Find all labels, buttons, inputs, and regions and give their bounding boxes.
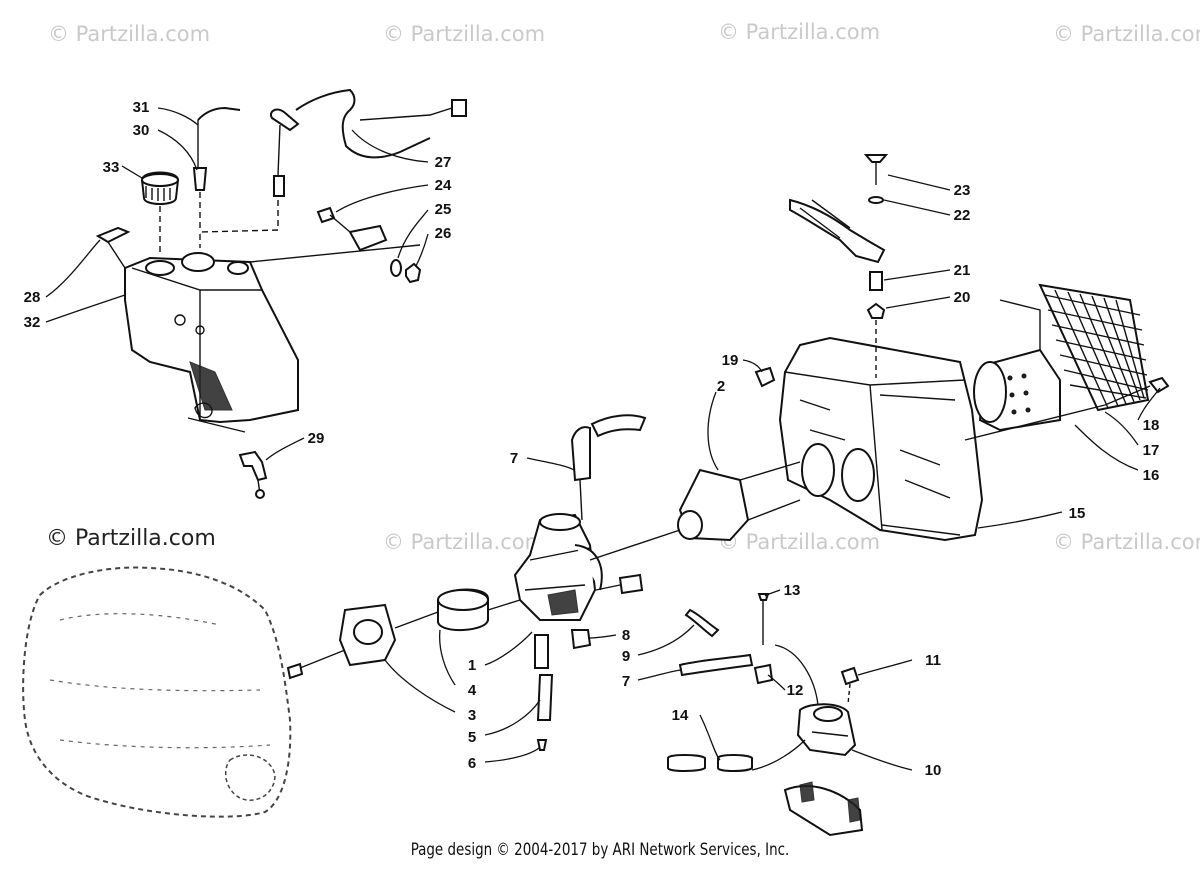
tank-cap <box>140 171 180 255</box>
callout-15: 15 <box>1069 505 1086 522</box>
tank-fitting <box>238 450 268 499</box>
callout-12: 12 <box>787 682 804 699</box>
fuel-pump <box>783 666 864 837</box>
callout-18: 18 <box>1143 417 1160 434</box>
callout-7b: 7 <box>622 673 630 690</box>
oil-tank <box>124 252 299 433</box>
watermark-primary: © Partzilla.com <box>46 526 216 551</box>
callout-13: 13 <box>784 582 801 599</box>
leader-lines <box>45 107 1161 771</box>
intake-boot <box>677 461 801 542</box>
tank-strap <box>95 226 131 269</box>
callout-1: 1 <box>468 657 476 674</box>
intake-flange <box>286 603 439 680</box>
callout-4: 4 <box>468 682 477 699</box>
callout-24: 24 <box>435 177 452 194</box>
fuel-line <box>534 629 592 751</box>
callout-14: 14 <box>672 707 689 724</box>
carburetor <box>513 513 681 621</box>
callout-29: 29 <box>308 430 325 447</box>
callout-9: 9 <box>622 648 630 665</box>
callout-22: 22 <box>954 207 971 224</box>
vent-hose <box>192 106 241 232</box>
callout-25: 25 <box>435 201 452 218</box>
page-footer: Page design © 2004-2017 by ARI Network S… <box>410 840 790 860</box>
callout-11: 11 <box>925 652 941 669</box>
watermark: © Partzilla.com <box>48 22 211 46</box>
callout-20: 20 <box>954 289 971 306</box>
callout-numbers: 31 30 33 28 32 27 24 25 26 29 23 22 21 2… <box>24 99 1160 779</box>
callout-23: 23 <box>954 182 971 199</box>
callout-28: 28 <box>24 289 41 306</box>
silencer-screen <box>1038 283 1150 412</box>
callout-2: 2 <box>717 378 725 395</box>
engine-outline <box>22 566 292 818</box>
pulse-hose <box>667 593 774 772</box>
callout-30: 30 <box>133 122 150 139</box>
tank-bracket <box>249 206 422 284</box>
watermark: © Partzilla.com <box>1053 22 1200 46</box>
callout-33: 33 <box>103 159 120 176</box>
watermark: © Partzilla.com <box>718 530 881 554</box>
callout-21: 21 <box>954 262 971 279</box>
intake-hose <box>570 414 647 521</box>
watermark: © Partzilla.com <box>383 22 546 46</box>
callout-16: 16 <box>1143 467 1160 484</box>
callout-10: 10 <box>925 762 942 779</box>
carb-spacer <box>437 588 521 632</box>
callout-7a: 7 <box>510 450 518 467</box>
callout-19: 19 <box>722 352 739 369</box>
callout-31: 31 <box>133 99 150 116</box>
callout-17: 17 <box>1143 442 1160 459</box>
callout-27: 27 <box>435 154 452 171</box>
callout-32: 32 <box>24 314 41 331</box>
watermark: © Partzilla.com <box>718 20 881 44</box>
oil-level-sensor <box>199 88 467 248</box>
air-silencer-box <box>778 336 984 542</box>
silencer-fastener <box>964 376 1170 441</box>
callout-6: 6 <box>468 755 476 772</box>
watermark: © Partzilla.com <box>383 530 546 554</box>
silencer-tube <box>973 299 1061 432</box>
callout-26: 26 <box>435 225 452 242</box>
watermark: © Partzilla.com <box>1053 530 1200 554</box>
callout-3: 3 <box>468 707 476 724</box>
callout-8: 8 <box>622 627 630 644</box>
silencer-top-hardware <box>754 154 889 388</box>
callout-5: 5 <box>468 729 476 746</box>
